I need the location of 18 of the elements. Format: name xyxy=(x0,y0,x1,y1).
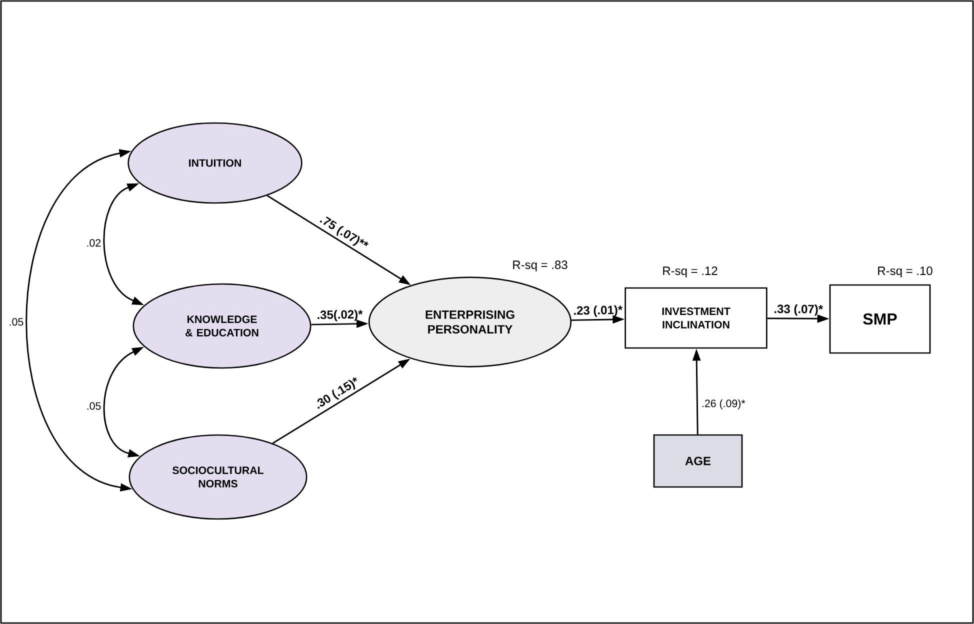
r-squared-label: R-sq = .10 xyxy=(878,266,932,278)
r-squared-label: R-sq = .83 xyxy=(513,260,568,272)
ellipse-node: KNOWLEDGE & EDUCATION xyxy=(132,283,312,369)
ellipse-node: SOCIOCULTURAL NORMS xyxy=(128,434,308,520)
rectangle-node: SMP xyxy=(829,284,931,354)
rectangle-node: INVESTMENT INCLINATION xyxy=(624,287,768,349)
edge-label: .05 xyxy=(87,402,101,410)
ellipse-node: ENTERPRISING PERSONALITY xyxy=(368,276,572,368)
edge-label: .23 (.01)* xyxy=(574,305,623,317)
edge-label: .05 xyxy=(10,318,24,326)
ellipse-node: INTUITION xyxy=(128,122,302,204)
edge-label: .02 xyxy=(87,239,101,247)
edge-label: .33 (.07)* xyxy=(774,304,824,316)
r-squared-label: R-sq = .12 xyxy=(663,266,718,278)
edge-label: .75 (.07)** xyxy=(320,216,368,246)
rectangle-node: AGE xyxy=(653,434,743,488)
edge-label: .26 (.09)* xyxy=(702,399,746,410)
edge-label: .35(.02)* xyxy=(318,310,363,322)
